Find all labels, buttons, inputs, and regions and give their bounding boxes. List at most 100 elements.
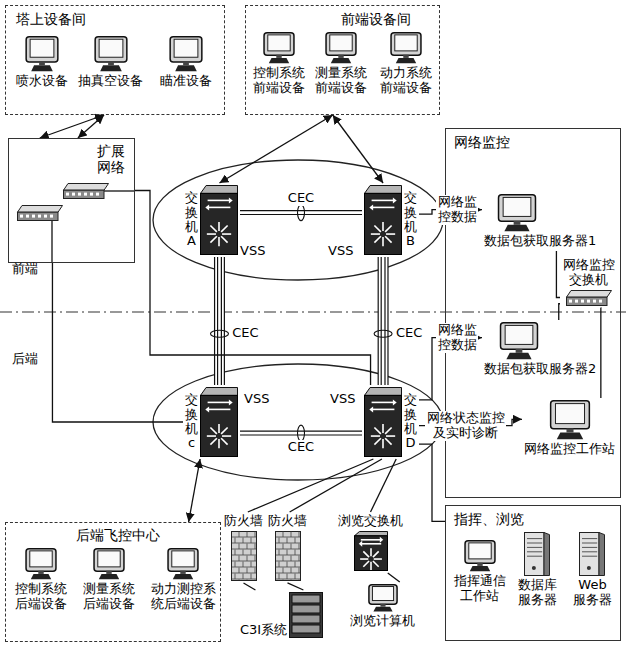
icon-part <box>98 551 120 567</box>
icon-part <box>374 236 380 242</box>
icon-part <box>205 406 209 412</box>
icon-part <box>44 215 47 218</box>
icon-part <box>292 605 320 613</box>
icon-part <box>282 567 283 573</box>
node-label: 浏览计算机 <box>350 614 415 629</box>
icon-part <box>242 549 243 555</box>
group-box: 网络监控数据包获取服务器1网络监控交换机数据包获取服务器2网络监控工作站 <box>445 128 621 498</box>
connector <box>371 459 397 512</box>
icon-part <box>385 438 391 444</box>
edge-label: CEC <box>231 326 259 341</box>
icon-part <box>278 561 279 567</box>
device-node: 抽真空设备 <box>76 34 145 91</box>
icon-part <box>66 193 69 196</box>
hub-icon <box>566 290 612 306</box>
icon-part <box>504 225 529 231</box>
icon-part <box>175 65 197 71</box>
connector <box>78 115 104 138</box>
monitor-icon <box>93 36 129 72</box>
icon-part <box>254 579 255 581</box>
icon-part <box>373 607 392 612</box>
icon-part <box>298 579 299 581</box>
connector <box>248 459 374 512</box>
icon-part <box>575 299 578 302</box>
switch-icon <box>354 531 388 571</box>
device-node: 数据包获取服务器2 <box>482 320 598 379</box>
connector <box>210 257 228 385</box>
icon-part <box>276 554 300 555</box>
node-label: 指挥通信工作站 <box>453 574 507 604</box>
icon-part <box>382 439 384 448</box>
icon-part <box>221 236 227 242</box>
icon-part <box>94 549 124 571</box>
connector <box>135 191 371 386</box>
icon-part <box>218 237 220 246</box>
bundle-ring <box>298 205 305 221</box>
icon-part <box>106 571 111 574</box>
device-node: 测量系统前端设备 <box>312 30 370 98</box>
icon-part <box>294 549 295 555</box>
icon-part <box>232 578 256 579</box>
icon-part <box>374 438 380 444</box>
device-node: 浏览交换机 <box>336 512 405 573</box>
icon-part <box>276 55 281 58</box>
edge-label: 网络状态监控及实时诊断 <box>425 411 507 441</box>
device-node: 防火墙 <box>266 512 309 583</box>
connector-line <box>135 191 371 386</box>
monitor-icon <box>498 322 540 360</box>
free-label: VSS <box>330 392 355 407</box>
icon-part <box>566 290 611 297</box>
group-box: 塔上设备间喷水设备抽真空设备瞄准设备 <box>5 5 225 115</box>
icon-part <box>18 206 63 213</box>
icon-part <box>222 233 231 235</box>
icon-part <box>395 35 417 51</box>
icon-part <box>365 186 402 194</box>
icon-part <box>368 585 396 605</box>
icon-part <box>290 579 291 581</box>
icon-part <box>210 236 216 242</box>
icon-part <box>292 595 320 603</box>
device-node: Web服务器 <box>570 530 615 610</box>
icon-part <box>582 547 597 548</box>
icon-part <box>393 399 397 405</box>
icon-part <box>286 549 287 555</box>
icon-part <box>170 37 202 62</box>
device-node: 控制系统前端设备 <box>250 30 308 98</box>
connector <box>40 115 104 138</box>
node-label: 喷水设备 <box>16 74 68 89</box>
icon-part <box>38 215 41 218</box>
icon-part <box>18 212 59 220</box>
icon-part <box>282 543 283 549</box>
icon-part <box>385 427 391 433</box>
connector-line <box>379 257 388 385</box>
monitor-icon <box>24 548 58 580</box>
connector <box>374 257 392 385</box>
icon-part <box>382 237 384 246</box>
icon-part <box>373 558 381 560</box>
icon-part <box>205 204 209 210</box>
icon-part <box>290 567 291 573</box>
node-label: 测量系统前端设备 <box>314 66 368 96</box>
icon-part <box>569 299 572 302</box>
icon-part <box>403 55 408 58</box>
device-node: 瞄准设备 <box>158 34 214 91</box>
icon-part <box>51 221 52 262</box>
icon-part <box>84 193 87 196</box>
icon-part <box>207 233 216 235</box>
free-label: 后端 <box>12 352 38 367</box>
connector <box>52 263 183 422</box>
connector-line <box>290 459 382 512</box>
icon-part <box>269 58 289 63</box>
connector <box>419 444 445 521</box>
node-label: 网络监控交换机 <box>562 258 616 288</box>
icon-part <box>221 427 227 433</box>
icon-part <box>201 186 238 194</box>
group-title: 网络监控 <box>454 134 510 150</box>
connector-line <box>244 583 256 590</box>
icon-part <box>221 438 227 444</box>
connector <box>244 583 256 590</box>
icon-part <box>238 555 239 561</box>
group-title: 指挥、浏览 <box>454 511 524 527</box>
connector-line <box>600 308 602 398</box>
icon-part <box>20 215 23 218</box>
